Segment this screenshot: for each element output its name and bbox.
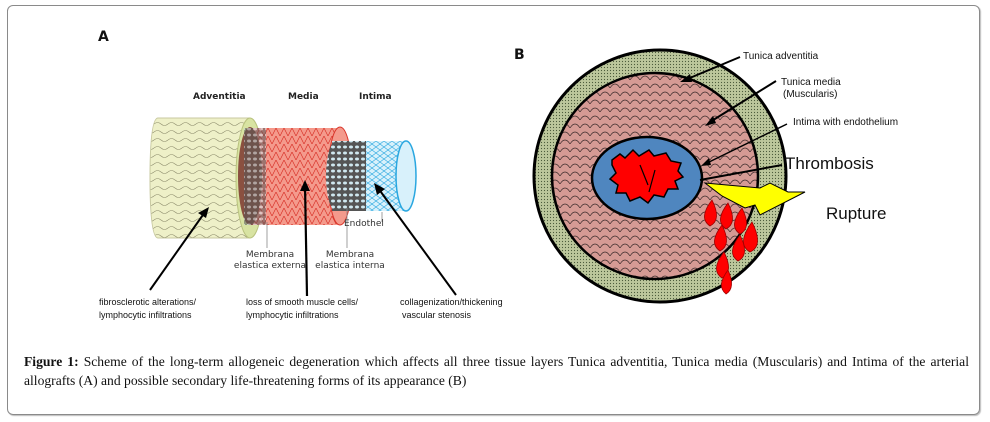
annotation-intima: collagenization/thickening vascular sten… <box>400 297 503 320</box>
membrana-externa-label: Membrana elastica externa <box>233 250 307 271</box>
label-rupture: Rupture <box>826 204 887 223</box>
heading-adventitia: Adventitia <box>193 92 246 102</box>
arrow-adventitia <box>149 207 209 291</box>
heading-intima: Intima <box>359 92 392 102</box>
caption-text: Scheme of the long-term allogeneic degen… <box>24 354 969 388</box>
annotation-adventitia: fibrosclerotic alterations/ lymphocytic … <box>99 297 197 320</box>
cross-section <box>532 48 788 304</box>
caption-prefix: Figure 1: <box>24 354 79 369</box>
thrombus <box>608 148 685 205</box>
annotation-media: loss of smooth muscle cells/ lymphocytic… <box>246 297 359 320</box>
panel-a-label: A <box>98 29 109 45</box>
membrana-interna-label: Membrana elastica interna <box>315 250 385 271</box>
panel-b-label: B <box>514 47 525 63</box>
figure-frame <box>7 5 980 415</box>
endothel-label: Endothel <box>344 219 384 229</box>
label-tunica-adventitia: Tunica adventitia <box>743 51 819 62</box>
arrow-media <box>300 180 310 297</box>
arrow-intima <box>374 183 457 296</box>
label-intima: Intima with endothelium <box>793 117 899 128</box>
heading-media: Media <box>288 92 319 102</box>
intima-layer <box>326 140 417 212</box>
blood-drops <box>704 199 758 295</box>
label-tunica-media: Tunica media (Muscularis) <box>781 77 841 100</box>
figure-caption: Figure 1: Scheme of the long-term alloge… <box>24 352 969 390</box>
label-thrombosis: Thrombosis <box>785 154 874 173</box>
rupture-lightning-icon <box>703 182 806 216</box>
